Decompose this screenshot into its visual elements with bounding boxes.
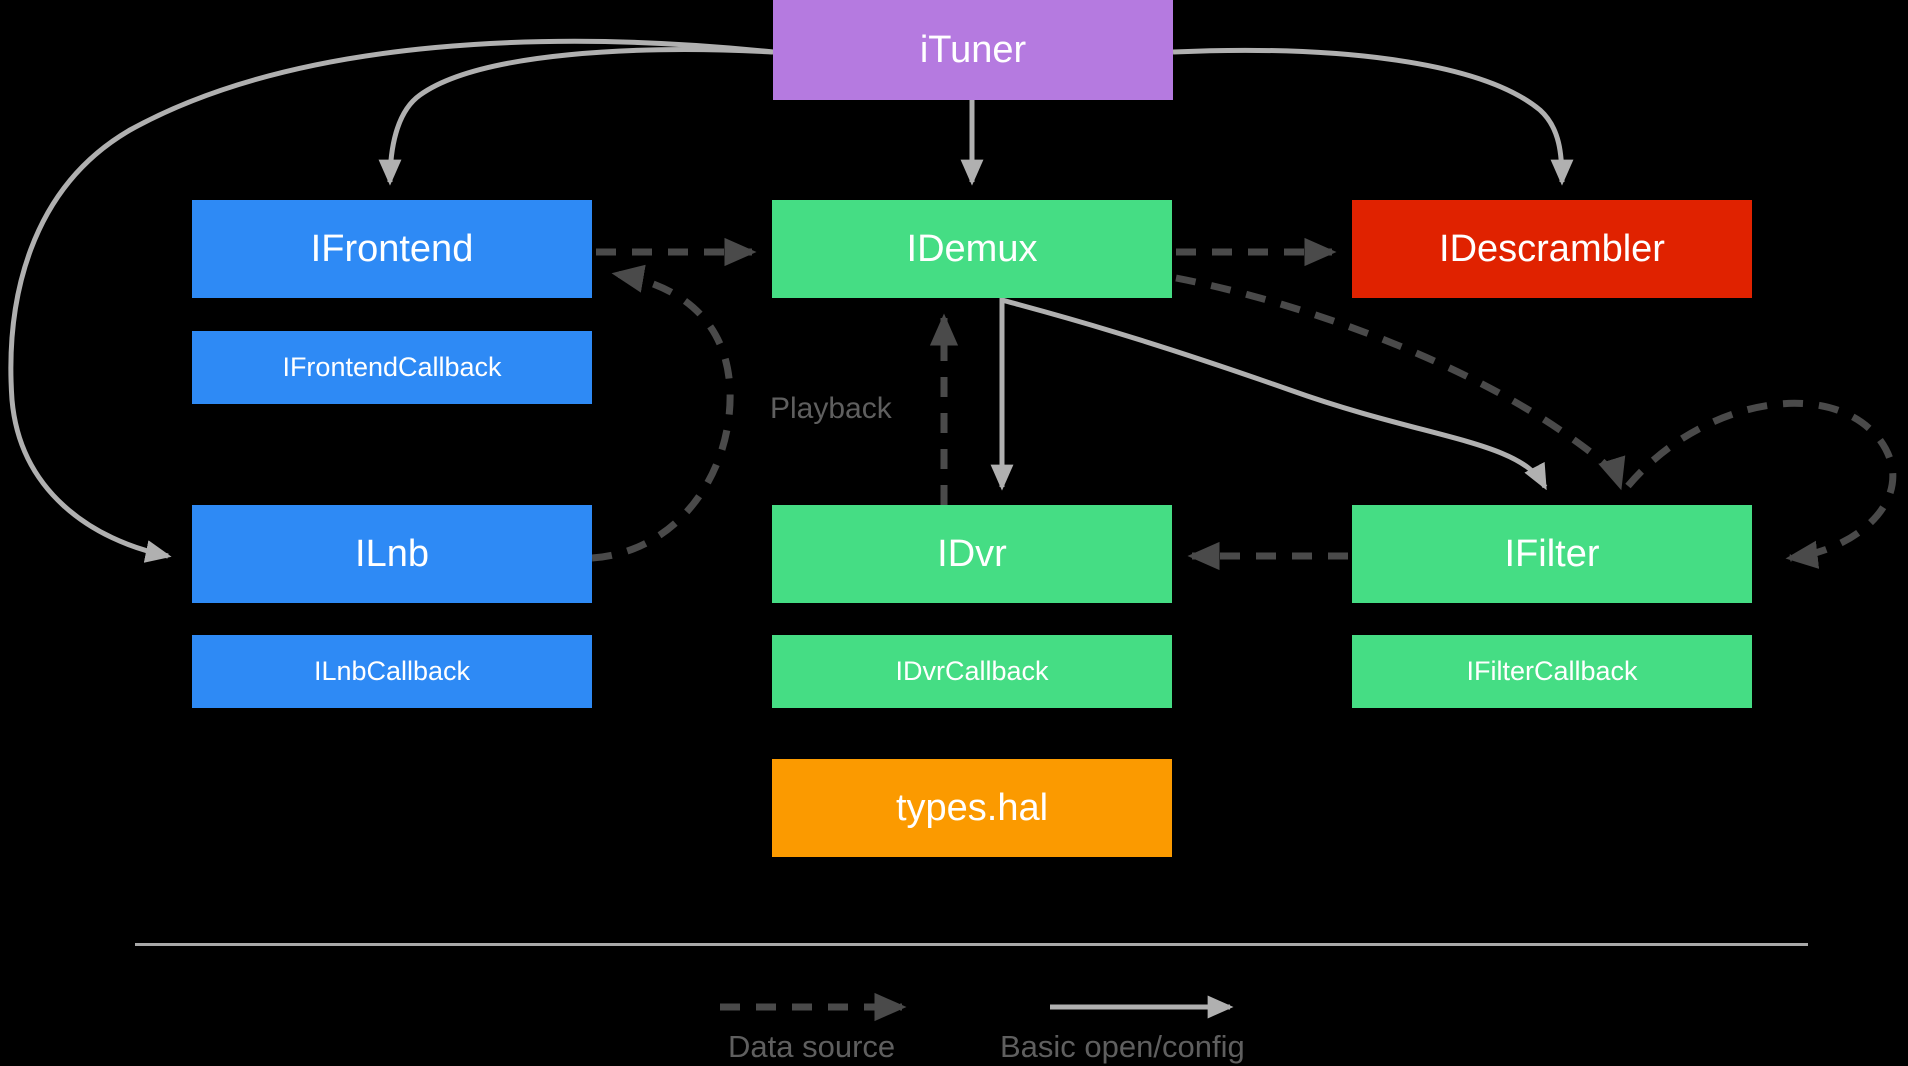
edge-ituner-to-ilnb <box>8 38 774 563</box>
edge-ituner-to-ifrontend <box>378 47 774 186</box>
edge-idemux-to-ifilter <box>1001 297 1548 491</box>
node-ifrontendcallback[interactable]: IFrontendCallback <box>192 331 592 404</box>
edge-ituner-to-idescrambler <box>1172 47 1574 186</box>
edge-label-playback: Playback <box>770 392 892 425</box>
node-label: types.hal <box>895 787 1049 829</box>
legend-label-data-source: Data source <box>728 1029 896 1064</box>
edge-ilnb-to-ifrontend <box>591 264 734 562</box>
node-label: IDemux <box>906 228 1038 270</box>
node-idvrcallback[interactable]: IDvrCallback <box>772 635 1172 708</box>
node-label: iTuner <box>919 29 1027 71</box>
node-idemux[interactable]: IDemux <box>772 200 1172 298</box>
node-label: ILnb <box>355 533 429 575</box>
node-ifiltercallback[interactable]: IFilterCallback <box>1352 635 1752 708</box>
node-label: IFrontend <box>310 228 474 270</box>
node-label: IFrontendCallback <box>282 352 502 382</box>
node-label: IDvrCallback <box>895 656 1049 686</box>
node-label: IFilter <box>1504 533 1600 575</box>
node-label: IDescrambler <box>1439 228 1665 270</box>
node-ifrontend[interactable]: IFrontend <box>192 200 592 298</box>
node-typeshal[interactable]: types.hal <box>772 759 1172 857</box>
node-ilnb[interactable]: ILnb <box>192 505 592 603</box>
node-label: IFilterCallback <box>1466 656 1638 686</box>
node-ilnbcallback[interactable]: ILnbCallback <box>192 635 592 708</box>
node-idvr[interactable]: IDvr <box>772 505 1172 603</box>
edge-idemux-to-ifilter-dashed <box>1175 274 1626 491</box>
node-label: ILnbCallback <box>313 656 471 686</box>
node-ifilter[interactable]: IFilter <box>1352 505 1752 603</box>
node-ituner[interactable]: iTuner <box>773 0 1173 100</box>
legend-divider <box>135 943 1808 946</box>
node-label: IDvr <box>937 533 1007 575</box>
legend-label-basic-open-config: Basic open/config <box>1000 1029 1245 1064</box>
node-idescrambler[interactable]: IDescrambler <box>1352 200 1752 298</box>
